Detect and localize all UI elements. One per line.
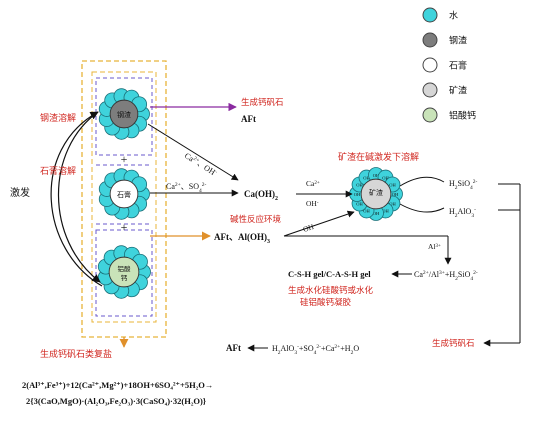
calcium-aluminate-particle-cluster bbox=[97, 245, 151, 299]
arrow-oh-to-slag bbox=[283, 210, 355, 237]
legend-label: 铝酸钙 bbox=[449, 110, 476, 122]
aft-top-label: AFt bbox=[241, 114, 256, 124]
hydroxide-label: OH bbox=[363, 176, 370, 181]
legend-label: 钢渣 bbox=[449, 35, 467, 47]
h2sio4-label: H2SiO42- bbox=[449, 179, 477, 191]
particle-core bbox=[360, 178, 392, 210]
hydroxide-label: OH bbox=[356, 183, 363, 188]
excite-arrow-down bbox=[58, 111, 101, 283]
h2alo3-label: H2AlO3- bbox=[449, 207, 476, 219]
gel-label: C-S-H gel/C-A-S-H gel bbox=[288, 269, 371, 279]
ca-oh-mid-label-1: Ca2+ bbox=[306, 179, 320, 188]
legend-label: 矿渣 bbox=[449, 85, 467, 97]
particle-core bbox=[109, 179, 139, 209]
plus-sign-2: + bbox=[121, 220, 128, 234]
curve-to-h2sio4 bbox=[399, 176, 445, 187]
particle-core bbox=[109, 99, 139, 129]
ca-al-si-ions-label: Ca2+/Al3++H2SiO42- bbox=[414, 270, 478, 282]
form-ettringite-top-label: 生成钙矾石 bbox=[241, 97, 284, 108]
alkaline-env-label: 碱性反应环境 bbox=[230, 214, 282, 225]
hydroxide-label: OH bbox=[373, 211, 380, 216]
calcium-aluminate-core-label-2: 钙 bbox=[121, 273, 128, 282]
aft-bottom-label: AFt bbox=[226, 343, 241, 353]
hydroxide-label: OH bbox=[356, 202, 363, 207]
legend-swatch bbox=[422, 32, 438, 48]
final-equation-line-2: 2{3(CaO,MgO)·(Al₂O₃,Fe₂O₃)·3(CaSO₄)·32(H… bbox=[26, 396, 207, 406]
oh-low-label: OH- bbox=[302, 221, 317, 234]
legend-swatch bbox=[422, 57, 438, 73]
legend-label: 水 bbox=[449, 10, 458, 22]
legend-swatch bbox=[422, 107, 438, 123]
gypsum-dissolve-label: 石膏溶解 bbox=[40, 165, 76, 177]
slag-dissolve-label: 矿渣在碱激发下溶解 bbox=[338, 151, 419, 163]
gypsum-particle-cluster bbox=[98, 168, 150, 220]
hydroxide-label: OH bbox=[392, 192, 399, 197]
form-ettringite-right-label: 生成钙矾石 bbox=[432, 338, 475, 349]
curve-to-h2alo3 bbox=[399, 203, 445, 213]
form-ettringite-complex-label: 生成钙矾石类复盐 bbox=[40, 348, 112, 360]
hydroxide-label: OH bbox=[354, 192, 361, 197]
al3-label: Al3+ bbox=[428, 242, 441, 251]
hydroxide-label: OH bbox=[382, 208, 389, 213]
hydroxide-label: OH bbox=[382, 176, 389, 181]
form-gels-label-2: 硅铝酸钙凝胶 bbox=[300, 297, 352, 308]
steel-slag-particle-cluster bbox=[98, 88, 150, 140]
hydroxide-label: OH bbox=[363, 208, 370, 213]
aft-aloh3-label: AFt、Al(OH)3 bbox=[214, 232, 270, 245]
hydroxide-label: OH bbox=[389, 202, 396, 207]
hydroxide-label: OH bbox=[389, 183, 396, 188]
legend-swatch bbox=[422, 82, 438, 98]
gypsum-core-label: 石膏 bbox=[117, 190, 131, 199]
particle-core bbox=[108, 256, 140, 288]
excite-label: 激发 bbox=[10, 186, 30, 199]
caoh2-label: Ca(OH)2 bbox=[244, 189, 278, 202]
ca-oh-mid-label-2: OH- bbox=[306, 199, 319, 208]
steel-slag-core-label: 钢渣 bbox=[117, 110, 131, 119]
calcium-aluminate-group-box bbox=[95, 229, 153, 317]
steel-slag-dissolve-label: 钢渣溶解 bbox=[40, 112, 76, 124]
bottom-equation: H2AlO3-+SO42-+Ca2++H2O bbox=[272, 344, 359, 356]
slag-core-label: 矿渣 bbox=[369, 188, 383, 197]
ca-so4-ions-label: Ca2+、SO42- bbox=[166, 182, 206, 194]
calcium-aluminate-core-label-1: 铝酸 bbox=[118, 264, 132, 273]
reactant-inner-box bbox=[91, 71, 157, 323]
form-gels-label-1: 生成水化硅酸钙或水化 bbox=[288, 285, 374, 296]
final-equation-line-1: 2(Al³⁺,Fe³⁺)+12(Ca²⁺,Mg²⁺)+18OH+6SO₄²⁺+5… bbox=[22, 380, 213, 390]
excite-arrow-up bbox=[50, 111, 103, 287]
hydroxide-label: OH bbox=[373, 173, 380, 178]
arrow-steel-to-caoh2 bbox=[147, 123, 239, 181]
legend-label: 石膏 bbox=[449, 60, 467, 72]
plus-sign-1: + bbox=[121, 152, 128, 166]
legend-swatch bbox=[422, 7, 438, 23]
